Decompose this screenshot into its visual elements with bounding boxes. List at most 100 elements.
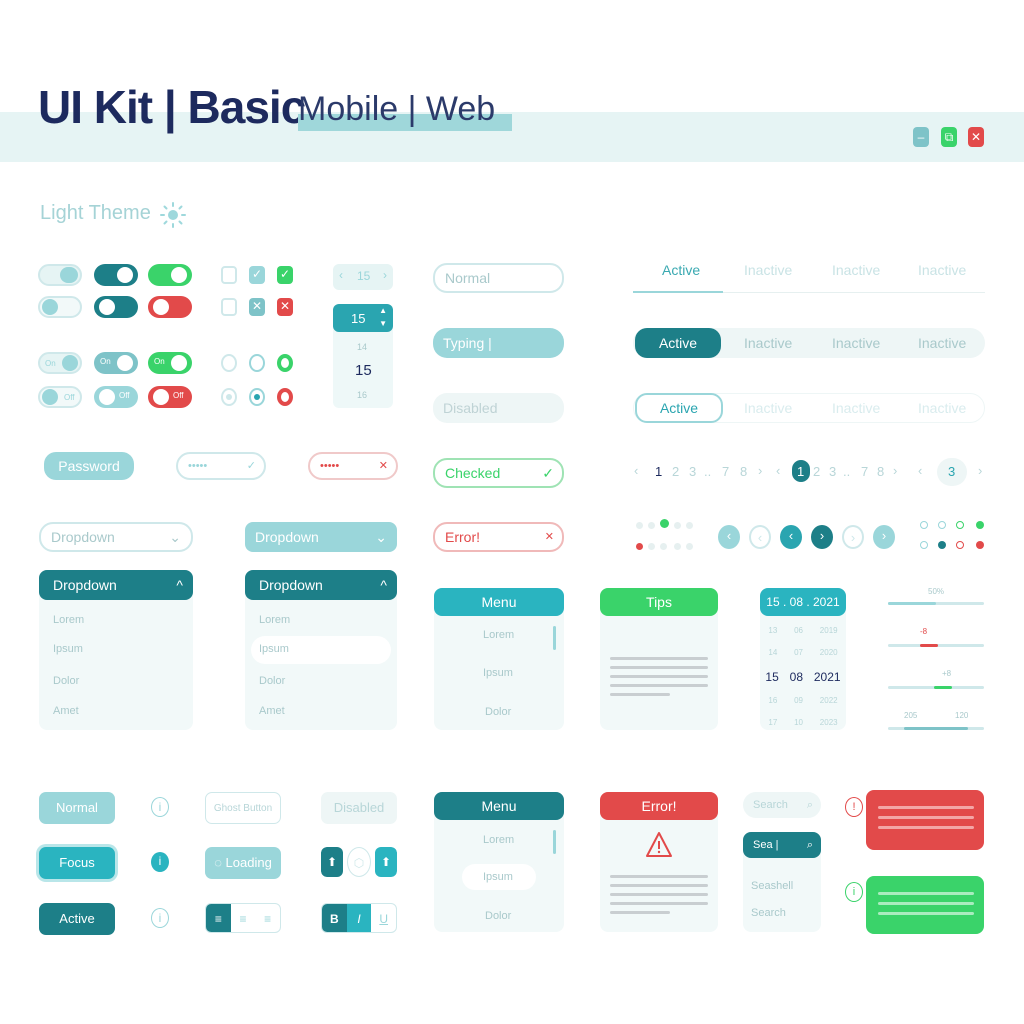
upload-icon[interactable]: ⬆ [321,847,343,877]
page-dot[interactable] [660,543,667,550]
menu-header[interactable]: Menu [434,792,564,820]
menu-item[interactable]: Ipsum [483,667,513,679]
password-field-valid[interactable]: •••••✓ [176,452,266,480]
tab-active[interactable]: Active [635,393,723,423]
ghost-button[interactable]: Ghost Button [205,792,281,824]
pagination-prev[interactable]: ‹ [634,463,639,478]
toggle-off-labeled[interactable]: Off [38,386,82,408]
radio-selected-error[interactable] [277,388,293,406]
page-dot[interactable] [674,522,681,529]
button-focus[interactable]: Focus [39,847,115,879]
input-normal[interactable]: Normal [433,263,564,293]
pagination-prev[interactable]: ‹ [776,463,781,478]
radio-unselected[interactable] [221,388,237,406]
tab-inactive[interactable]: Inactive [744,400,793,416]
tab-inactive[interactable]: Inactive [832,335,881,351]
search-icon[interactable]: ⌕ [806,839,813,851]
menu-item[interactable]: Lorem [483,834,515,846]
checkbox-crossed[interactable]: ✕ [249,298,265,316]
info-icon[interactable]: i [151,852,169,872]
close-icon[interactable]: ✕ [544,531,554,543]
bold-icon[interactable]: B [322,904,347,932]
pagination-next[interactable]: › [758,463,763,478]
tab-inactive[interactable]: Inactive [832,262,881,278]
input-typing[interactable]: Typing | [433,328,564,358]
dropdown-closed-filled[interactable]: Dropdown⌄ [245,522,397,552]
page-dot[interactable] [636,522,643,529]
page-dot[interactable] [686,543,693,550]
toggle-off-labeled[interactable]: Off [148,386,192,408]
toggle-on-success[interactable] [148,264,192,286]
checkbox-unchecked[interactable] [221,298,237,316]
search-suggestion[interactable]: Search [751,907,786,919]
page-number-current[interactable]: 3 [948,464,956,479]
search-input-active[interactable]: Sea |⌕ [743,832,821,858]
page-dot-active[interactable] [636,543,643,550]
checkbox-checked-success[interactable]: ✓ [277,266,293,284]
hexagon-icon[interactable]: ⬡ [347,847,371,877]
tab-inactive[interactable]: Inactive [744,262,793,278]
checkbox-unchecked[interactable] [221,266,237,284]
tab-inactive[interactable]: Inactive [918,335,967,351]
dropdown-option[interactable]: Dolor [53,675,80,687]
align-center-icon[interactable]: ≡ [239,912,247,926]
checkbox-checked[interactable]: ✓ [249,266,265,284]
password-field-error[interactable]: •••••✕ [308,452,398,480]
chevron-left-icon[interactable]: ‹ [780,525,802,549]
chevron-right-icon[interactable]: › [873,525,895,549]
picker-option[interactable]: 14 [357,342,368,352]
password-button[interactable]: Password [44,452,134,480]
pagination-prev[interactable]: ‹ [918,463,923,478]
page-number[interactable]: 8 [740,464,748,479]
restore-icon[interactable]: ⧉ [941,127,957,147]
toggle-on-labeled[interactable]: On [148,352,192,374]
page-number[interactable]: 7 [861,464,869,479]
dropdown-closed[interactable]: Dropdown⌄ [39,522,193,552]
toggle-on[interactable] [94,264,138,286]
pagination-next[interactable]: › [978,463,983,478]
input-error[interactable]: Error!✕ [433,522,564,552]
scrollbar[interactable] [553,830,556,854]
menu-header[interactable]: Menu [434,588,564,616]
dropdown-open-header[interactable]: Dropdown^ [39,570,193,600]
page-number[interactable]: 3 [689,464,697,479]
datepicker-header[interactable]: 15 . 08 . 2021 [760,588,846,616]
info-icon[interactable]: i [151,797,169,817]
chevron-left-icon[interactable]: ‹ [339,268,343,282]
page-number[interactable]: 7 [722,464,730,479]
toggle-off[interactable] [94,296,138,318]
menu-item[interactable]: Lorem [483,629,515,641]
checkbox-crossed-error[interactable]: ✕ [277,298,293,316]
italic-icon[interactable]: I [346,904,372,932]
dropdown-option[interactable]: Ipsum [53,643,83,655]
page-number[interactable]: 1 [655,464,663,479]
tab-active[interactable]: Active [662,262,701,278]
tab-inactive[interactable]: Inactive [918,400,967,416]
toggle-off-error[interactable] [148,296,192,318]
chevron-left-icon[interactable]: ‹ [718,525,740,549]
radio-selected-success[interactable] [277,354,293,372]
radio-selected[interactable] [249,388,265,406]
pagination-next[interactable]: › [893,463,898,478]
picker-option[interactable]: 16 [357,390,368,400]
chevron-right-icon[interactable]: › [842,525,864,549]
dropdown-option[interactable]: Lorem [259,614,291,626]
chevron-left-icon[interactable]: ‹ [749,525,771,549]
picker-selected[interactable]: 15 ▲ ▼ [333,304,393,332]
button-active[interactable]: Active [39,903,115,935]
page-dot[interactable] [674,543,681,550]
search-input[interactable]: Search⌕ [743,792,821,818]
slider-track[interactable] [888,602,984,605]
menu-item[interactable]: Dolor [485,706,512,718]
underline-icon[interactable]: U [379,912,389,926]
number-stepper[interactable]: ‹ 15 › [333,264,393,290]
dropdown-open-header[interactable]: Dropdown^ [245,570,397,600]
menu-item[interactable]: Ipsum [483,871,513,883]
radio-unselected[interactable] [249,354,265,372]
toggle-on-labeled[interactable]: On [94,352,138,374]
chevron-right-icon[interactable]: › [383,268,387,282]
